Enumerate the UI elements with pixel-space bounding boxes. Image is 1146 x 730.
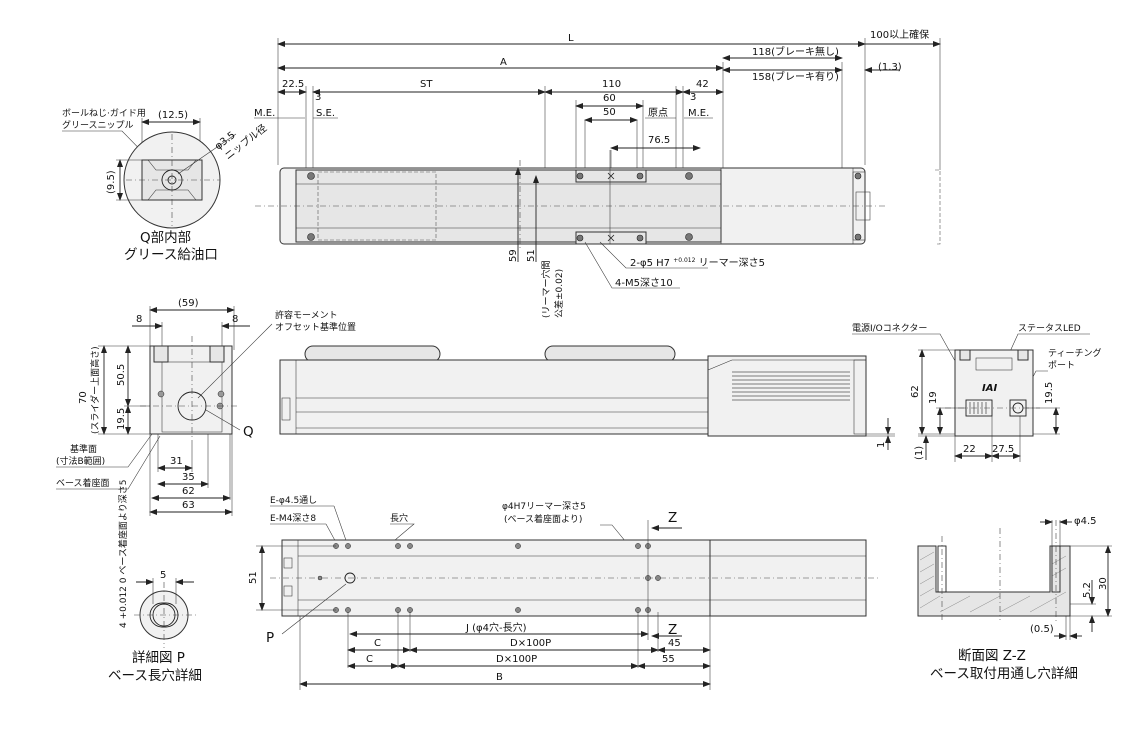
dim-50: 50 <box>603 107 616 118</box>
dim-59: 59 <box>508 249 519 262</box>
dim-55: 55 <box>662 654 675 665</box>
detail-p: 4 +0.012 0 ベース着座面より深さ5 5 詳細図 P ベース長穴詳細 <box>108 480 202 684</box>
dim-62-end: 62 <box>182 486 195 497</box>
dim-100: 100以上確保 <box>870 28 929 41</box>
pin-hole-tolerance: +0.012 <box>673 257 695 264</box>
depth-note: 4 +0.012 0 ベース着座面より深さ5 <box>117 480 129 628</box>
nipple-note-1: ボールねじ·ガイド用 <box>62 108 146 119</box>
dim-C2: C <box>366 654 373 665</box>
reamer-note-a: (リーマー穴間 <box>540 260 552 318</box>
ref-surface-2: (寸法B範囲) <box>56 455 105 467</box>
dim-1-3: (1.3) <box>878 62 902 73</box>
label-me-right: M.E. <box>688 108 709 119</box>
teaching-port-label-1: ティーチング <box>1048 347 1101 359</box>
base-surface: ベース着座面 <box>56 477 110 489</box>
dim-110: 110 <box>602 79 621 90</box>
caption-q-2: グリース給油口 <box>124 247 218 263</box>
right-end-view: 電源I/Oコネクター ステータスLED ティーチング ポート IAI 62 19… <box>852 323 1101 462</box>
reamer-note-2: (ベース着座面より) <box>504 513 582 525</box>
caption-zz-1: 断面図 Z-Z <box>958 648 1026 664</box>
dim-118: 118(ブレーキ無し) <box>752 45 839 58</box>
dim-ST: ST <box>420 79 433 90</box>
pin-hole-suffix: リーマー深さ5 <box>699 257 765 269</box>
slider-top-note: (スライダー上面高さ) <box>89 346 101 434</box>
dim-62-right: 62 <box>910 385 921 398</box>
dim-1-side: 1 <box>876 442 887 448</box>
moment-note-1: 許容モーメント <box>275 309 338 321</box>
dim-19-5-end: 19.5 <box>116 408 127 430</box>
hole-note-b: E-M4深さ8 <box>270 513 316 524</box>
caption-q-1: Q部内部 <box>140 230 191 246</box>
dim-8-left: 8 <box>136 314 142 325</box>
label-p: P <box>266 630 274 646</box>
tap-note: 4-M5深さ10 <box>615 277 673 289</box>
dim-A: A <box>500 57 507 68</box>
dim-19-5-right: 19.5 <box>1044 382 1055 404</box>
status-led-label: ステータスLED <box>1018 323 1081 334</box>
dim-9-5: (9.5) <box>106 170 117 194</box>
section-z-bottom: Z <box>668 622 677 638</box>
dim-60: 60 <box>603 93 616 104</box>
dim-22: 22 <box>963 444 976 455</box>
dim-51-bottom: 51 <box>248 571 259 584</box>
dim-76-5: 76.5 <box>648 135 670 146</box>
dim-0-5: (0.5) <box>1030 624 1054 635</box>
pin-hole-note: 2-φ5 H7 +0.012 リーマー深さ5 <box>630 254 765 269</box>
teaching-port-label-2: ポート <box>1048 360 1075 371</box>
dim-51: 51 <box>526 249 537 262</box>
dim-35: 35 <box>182 472 195 483</box>
dim-8-right: 8 <box>232 314 238 325</box>
label-origin: 原点 <box>648 107 668 119</box>
dim-27-5: 27.5 <box>992 444 1014 455</box>
dim-L: L <box>568 33 574 44</box>
dim-DxP2: D×100P <box>496 654 537 665</box>
dim-B: B <box>496 672 503 683</box>
dim-45: 45 <box>668 638 681 649</box>
reamer-note-1: φ4H7リーマー深さ5 <box>502 501 586 512</box>
label-se: S.E. <box>316 108 335 119</box>
dim-50-5: 50.5 <box>116 364 127 386</box>
power-connector-label: 電源I/Oコネクター <box>852 323 927 334</box>
label-me-left: M.E. <box>254 108 275 119</box>
dim-158: 158(ブレーキ有り) <box>752 70 839 83</box>
side-view: 1 <box>279 345 895 450</box>
dim-63: 63 <box>182 500 195 511</box>
bottom-view: E-φ4.5通し E-M4深さ8 長穴 φ4H7リーマー深さ5 (ベース着座面よ… <box>248 495 880 690</box>
ref-surface-1: 基準面 <box>70 443 97 455</box>
section-z-top: Z <box>668 510 677 526</box>
dim-31: 31 <box>170 456 183 467</box>
dim-1-right: (1) <box>914 446 925 460</box>
hole-note-a: E-φ4.5通し <box>270 495 317 506</box>
caption-p-2: ベース長穴詳細 <box>108 668 202 684</box>
dim-70: 70 <box>78 391 89 404</box>
slot-note: 長穴 <box>390 512 408 524</box>
pin-hole-prefix: 2-φ5 H7 <box>630 258 670 269</box>
caption-p-1: 詳細図 P <box>132 650 185 666</box>
nipple-note-2: グリースニップル <box>62 119 134 131</box>
dim-J: J (φ4穴-長穴) <box>465 621 527 634</box>
moment-note-2: オフセット基準位置 <box>275 321 356 333</box>
dim-30: 30 <box>1098 577 1109 590</box>
dim-5-p: 5 <box>160 570 166 581</box>
caption-zz-2: ベース取付用通し穴詳細 <box>930 666 1078 682</box>
dia-4-5: φ4.5 <box>1074 516 1097 527</box>
dim-22-5: 22.5 <box>282 79 304 90</box>
dim-42: 42 <box>696 79 709 90</box>
dim-12-5: (12.5) <box>158 110 188 121</box>
section-zz: φ4.5 30 5.2 (0.5) 断面図 Z-Z ベース取付用通し穴詳細 <box>917 516 1112 682</box>
dim-59-end: (59) <box>178 298 199 309</box>
reamer-note-b: 公差±0.02) <box>553 269 565 318</box>
dim-19: 19 <box>928 391 939 404</box>
detail-q: ボールねじ·ガイド用 グリースニップル (12.5) (9.5) φ3.5 ニッ… <box>62 108 269 263</box>
label-q: Q <box>243 424 254 440</box>
dim-C1: C <box>374 638 381 649</box>
end-view: (59) 8 8 許容モーメント オフセット基準位置 70 (スライダー上面高さ… <box>56 298 356 516</box>
dim-DxP1: D×100P <box>510 638 551 649</box>
iai-logo: IAI <box>982 383 997 394</box>
top-view: L 100以上確保 A 118(ブレーキ無し) 158(ブレーキ有り) (1.3… <box>254 28 941 318</box>
dim-3-left: 3 <box>315 92 321 103</box>
dim-3-right: 3 <box>690 92 696 103</box>
dim-5-2: 5.2 <box>1082 582 1093 598</box>
